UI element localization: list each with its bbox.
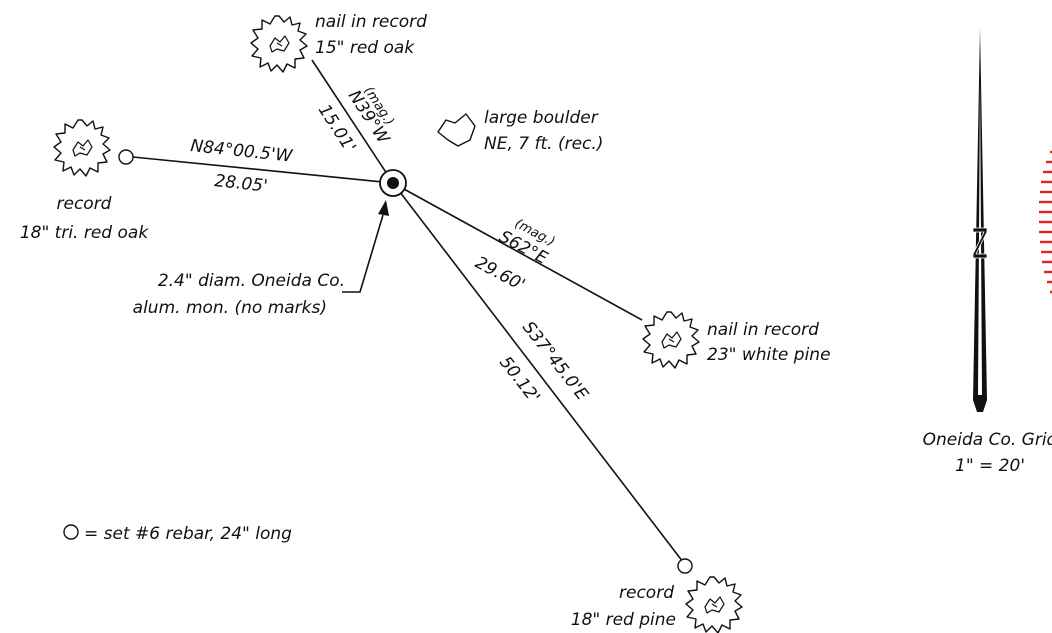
- monument-label-line2: alum. mon. (no marks): [133, 298, 327, 318]
- tree-icon-w: [53, 119, 111, 177]
- monument-symbol: [379, 169, 407, 197]
- north-arrow-icon: [972, 28, 988, 412]
- tie-se-distance: 29.60': [472, 253, 528, 296]
- monument-leader-arrow: [342, 200, 389, 293]
- tie-nw-line2: 15" red oak: [315, 38, 415, 58]
- boulder-line1: large boulder: [484, 108, 599, 128]
- red-seal-edge: [1039, 150, 1052, 294]
- north-arrow-label: Oneida Co. Grid: [923, 430, 1052, 450]
- tie-line-se: [392, 182, 643, 321]
- boulder-line2: NE, 7 ft. (rec.): [484, 134, 603, 154]
- rebar-marker-w: [118, 149, 134, 165]
- north-arrow-scale: 1" = 20': [955, 456, 1025, 476]
- tie-sse-distance: 50.12': [495, 353, 544, 407]
- tie-line-w: [132, 156, 394, 184]
- tie-nw-line1: nail in record: [315, 12, 427, 32]
- boulder-icon: [437, 113, 476, 147]
- tree-icon-nw: [250, 15, 308, 73]
- tie-line-sse: [392, 182, 684, 563]
- tree-icon-se: [642, 311, 700, 369]
- tie-se-line2: 23" white pine: [707, 345, 831, 365]
- tie-line-nw: [311, 59, 394, 184]
- rebar-marker-sse: [677, 558, 693, 574]
- legend-rebar-icon: [63, 524, 79, 540]
- tie-sse-line1: record: [619, 583, 674, 603]
- tie-sse-line2: 18" red pine: [571, 610, 676, 630]
- tie-w-distance: 28.05': [213, 171, 268, 196]
- tie-w-line2: 18" tri. red oak: [20, 223, 150, 243]
- monument-label-line1: 2.4" diam. Oneida Co.: [158, 271, 345, 291]
- tie-w-bearing: N84°00.5'W: [189, 136, 294, 167]
- tie-w-line1: record: [57, 194, 112, 214]
- tree-icon-sse: [685, 576, 743, 633]
- tie-se-line1: nail in record: [707, 320, 819, 340]
- legend-text: = set #6 rebar, 24" long: [84, 524, 292, 544]
